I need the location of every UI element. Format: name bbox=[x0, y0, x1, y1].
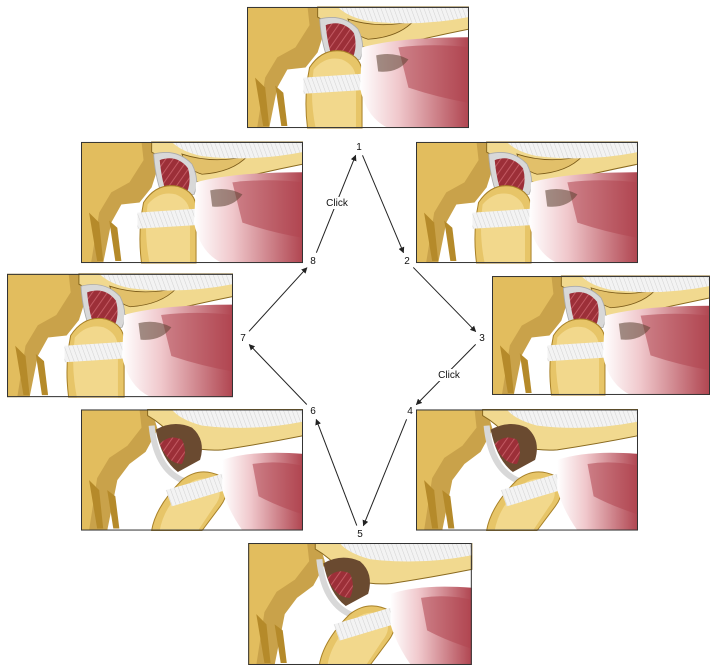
panels bbox=[7, 7, 710, 665]
stage-label-8: 8 bbox=[310, 256, 316, 267]
stage-label-2: 2 bbox=[404, 256, 410, 267]
stage-label-5: 5 bbox=[357, 529, 363, 540]
panel-middle-right-illustration bbox=[492, 276, 710, 395]
arrow-2-to-3 bbox=[413, 267, 475, 331]
stage-label-6: 6 bbox=[310, 406, 316, 417]
arrow-1-to-2 bbox=[362, 155, 403, 252]
stage-label-1: 1 bbox=[356, 142, 362, 153]
stage-label-7: 7 bbox=[240, 333, 246, 344]
panel-lower-left-illustration bbox=[81, 409, 303, 530]
arrow-5-to-6 bbox=[316, 419, 357, 525]
stage-label-4: 4 bbox=[407, 406, 413, 417]
panel-bottom-illustration bbox=[248, 543, 472, 665]
panel-lower-right-illustration bbox=[416, 409, 638, 530]
panel-upper-left-illustration bbox=[81, 142, 303, 263]
click-label-stage-8: Click bbox=[326, 198, 349, 209]
arrow-7-to-8 bbox=[249, 268, 307, 332]
panel-top-illustration bbox=[247, 7, 469, 128]
panel-upper-right-illustration bbox=[416, 142, 638, 263]
stage-label-3: 3 bbox=[479, 333, 485, 344]
arrow-6-to-7 bbox=[249, 344, 307, 404]
arrow-4-to-5 bbox=[363, 419, 406, 525]
click-label-stage-3: Click bbox=[438, 370, 461, 381]
panel-middle-left-illustration bbox=[7, 274, 233, 397]
